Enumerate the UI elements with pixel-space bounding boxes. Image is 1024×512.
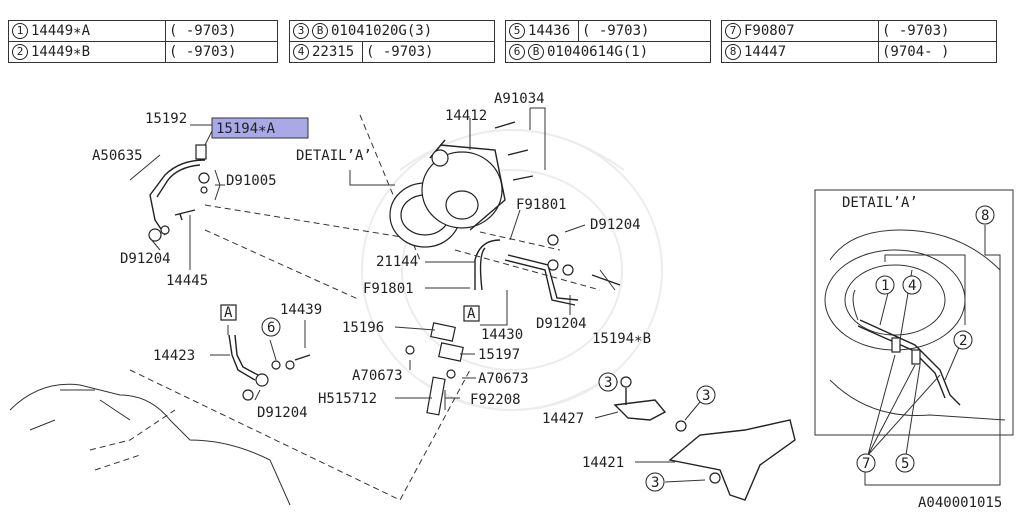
- label-box-a: A: [467, 306, 476, 322]
- detail-panel-title: DETAIL’A’: [842, 195, 918, 211]
- label-15197: 15197: [478, 347, 520, 363]
- part-number: F90807: [744, 23, 795, 39]
- part-number: 14449∗B: [31, 44, 91, 60]
- circle-number: 6: [509, 44, 525, 60]
- callout-5: 5: [901, 456, 909, 472]
- label-f92208: F92208: [470, 392, 521, 408]
- engine-outline: [9, 383, 291, 506]
- callout-7: 7: [862, 456, 870, 472]
- label-a91034: A91034: [494, 91, 545, 107]
- callout-3: 3: [651, 475, 659, 491]
- circle-number: 1: [12, 23, 28, 39]
- bracket-14421[interactable]: [668, 419, 796, 501]
- circle-number: 8: [725, 44, 741, 60]
- label-box-a: A: [224, 305, 233, 321]
- drawing-id: A040001015: [918, 495, 1002, 511]
- label-15194a[interactable]: 15194∗A: [216, 121, 276, 137]
- callout-3: 3: [604, 375, 612, 391]
- label-a70673: A70673: [478, 371, 529, 387]
- circle-number: 7: [725, 23, 741, 39]
- turbocharger[interactable]: [389, 139, 506, 248]
- label-14412: 14412: [445, 108, 487, 124]
- label-15194b: 15194∗B: [592, 331, 651, 347]
- b-mark-icon: B: [312, 23, 328, 39]
- label-14421: 14421: [582, 455, 624, 471]
- callout-6: 6: [267, 320, 275, 336]
- label-15192: 15192: [145, 111, 187, 127]
- circle-number: 3: [293, 23, 309, 39]
- part-number: 14436: [528, 23, 571, 39]
- label-a70673: A70673: [352, 368, 403, 384]
- bracket-14427[interactable]: [613, 376, 687, 432]
- b-mark-icon: B: [528, 44, 544, 60]
- detail-a-illustration: [824, 229, 1006, 421]
- label-15196: 15196: [342, 320, 384, 336]
- label-h515712: H515712: [318, 391, 377, 407]
- part-number: 01041020G(3): [331, 23, 433, 39]
- label-d91204: D91204: [536, 316, 587, 332]
- leader-lines: [129, 107, 1001, 486]
- label-detail-a: DETAIL’A’: [296, 148, 372, 164]
- label-d91204: D91204: [257, 405, 308, 421]
- oil-pipe-left[interactable]: [148, 144, 210, 242]
- part-number: 22315: [312, 44, 355, 60]
- label-14445: 14445: [166, 273, 208, 289]
- label-a50635: A50635: [92, 148, 143, 164]
- part-number: 01040614G(1): [547, 44, 649, 60]
- label-14423: 14423: [153, 348, 195, 364]
- detail-a-panel: [814, 189, 1014, 436]
- highlight-box: [211, 117, 309, 139]
- circle-number: 5: [509, 23, 525, 39]
- part-range: ( -9703): [165, 41, 278, 63]
- part-range: ( -9703): [165, 20, 278, 42]
- callout-8: 8: [981, 208, 989, 224]
- part-number: 14447: [744, 44, 787, 60]
- label-14427: 14427: [542, 411, 584, 427]
- label-d91204: D91204: [120, 251, 171, 267]
- stud-bolts[interactable]: [494, 121, 534, 181]
- label-f91801: F91801: [516, 197, 567, 213]
- watermark-emblem: [361, 129, 663, 411]
- part-range: ( -9703): [878, 20, 997, 42]
- gasket-assembly[interactable]: [405, 322, 464, 416]
- circle-number: 4: [293, 44, 309, 60]
- label-d91204: D91204: [590, 217, 641, 233]
- label-14430: 14430: [481, 327, 523, 343]
- label-f91801: F91801: [363, 281, 414, 297]
- callout-3: 3: [702, 388, 710, 404]
- part-range: (9704- ): [878, 41, 997, 63]
- part-range: ( -9703): [362, 41, 495, 63]
- circle-number: 2: [12, 44, 28, 60]
- label-d91005: D91005: [226, 173, 277, 189]
- label-14439: 14439: [280, 302, 322, 318]
- part-number: 14449∗A: [31, 23, 91, 39]
- callout-1: 1: [881, 278, 889, 294]
- oil-pipe-lower[interactable]: [228, 334, 311, 401]
- label-21144: 21144: [376, 254, 418, 270]
- water-hose[interactable]: [474, 234, 621, 306]
- callout-2: 2: [959, 333, 967, 349]
- callout-4: 4: [908, 278, 916, 294]
